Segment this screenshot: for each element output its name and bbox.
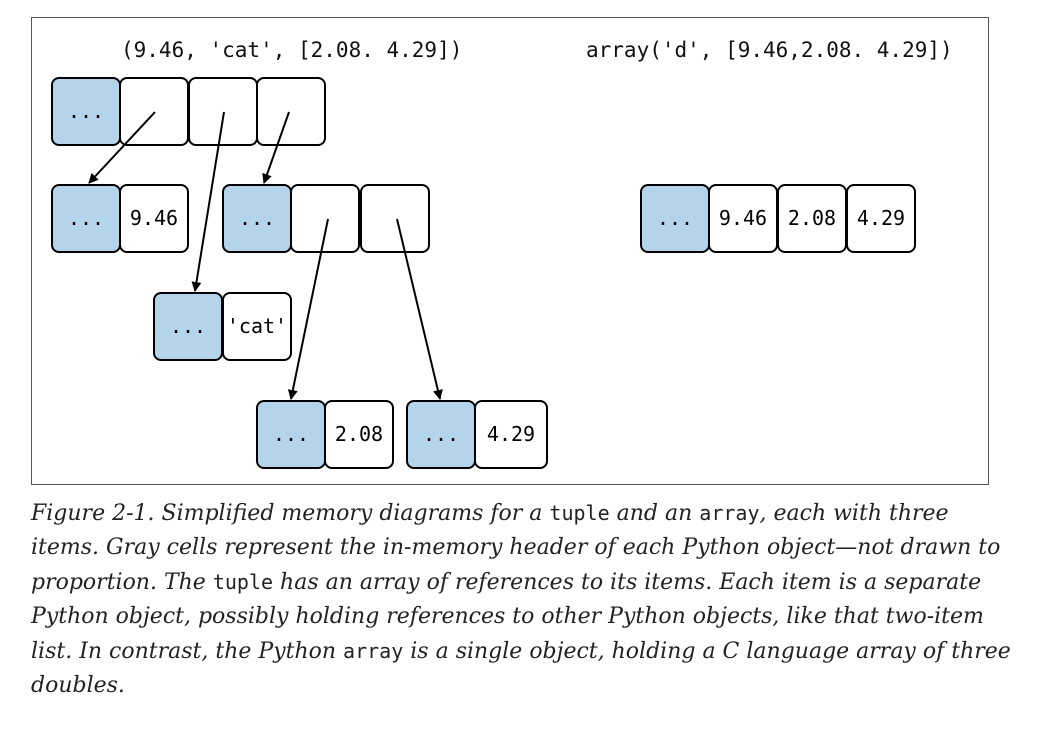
caption-code-tuple: tuple xyxy=(549,501,610,525)
array-label: array('d', [9.46,2.08. 4.29]) xyxy=(586,38,953,62)
list-ref-cell-1 xyxy=(290,184,360,253)
array-header-text: ... xyxy=(657,206,693,230)
list-ref-cell-2 xyxy=(360,184,430,253)
arrow-list-to-float208 xyxy=(287,218,329,400)
float-value-208: 2.08 xyxy=(335,422,383,446)
float-value-429: 4.29 xyxy=(487,422,535,446)
array-object: ... 9.46 2.08 4.29 xyxy=(640,184,916,253)
caption-text-2: and an xyxy=(609,501,700,526)
float429-header-text: ... xyxy=(423,422,459,446)
array-value-208: 2.08 xyxy=(788,206,836,230)
tuple-ref-cell-1 xyxy=(119,77,189,146)
figure-caption: Figure 2-1. Simplified memory diagrams f… xyxy=(31,496,1021,703)
caption-code-array-2: array xyxy=(343,639,404,663)
float208-value-cell xyxy=(324,400,394,469)
str-object-cat: ... 'cat' xyxy=(153,292,292,361)
arrow-tuple-to-float xyxy=(88,111,156,184)
arrow-tuple-to-list xyxy=(262,111,290,184)
list-header-text: ... xyxy=(239,206,275,230)
tuple-object: ... xyxy=(51,77,326,146)
arrow-tuple-to-str xyxy=(191,111,225,292)
caption-text-3: , each with three items. Gray cells repr… xyxy=(31,501,1001,595)
float-header-text: ... xyxy=(68,206,104,230)
array-value-946: 9.46 xyxy=(719,206,767,230)
tuple-ref-cell-2 xyxy=(188,77,258,146)
caption-text-5: is a single object, holding a C language… xyxy=(31,639,1011,698)
float208-header-text: ... xyxy=(273,422,309,446)
diagram-frame: (9.46, 'cat', [2.08. 4.29]) array('d', [… xyxy=(31,17,989,485)
tuple-header-text: ... xyxy=(68,99,104,123)
float429-value-cell xyxy=(474,400,548,469)
memory-diagram: (9.46, 'cat', [2.08. 4.29]) array('d', [… xyxy=(51,38,953,469)
str-value-cell xyxy=(222,292,292,361)
float-object-208: ... 2.08 xyxy=(256,400,394,469)
float-object-429: ... 4.29 xyxy=(406,400,548,469)
tuple-ref-cell-3 xyxy=(256,77,326,146)
array-value-429: 4.29 xyxy=(857,206,905,230)
list-object: ... xyxy=(222,184,430,253)
float-value-cell xyxy=(119,184,189,253)
caption-code-tuple-2: tuple xyxy=(212,570,274,594)
caption-text-4: has an array of references to its items.… xyxy=(31,570,984,664)
arrow-list-to-float429 xyxy=(396,218,443,400)
str-value-cat: 'cat' xyxy=(227,314,287,338)
float-object-946: ... 9.46 xyxy=(51,184,189,253)
array-cell-3 xyxy=(846,184,916,253)
float-value-946: 9.46 xyxy=(130,206,178,230)
str-header-text: ... xyxy=(170,314,206,338)
tuple-label: (9.46, 'cat', [2.08. 4.29]) xyxy=(121,38,462,62)
caption-code-array: array xyxy=(699,501,760,525)
caption-text-1: Figure 2-1. Simplified memory diagrams f… xyxy=(31,501,550,526)
